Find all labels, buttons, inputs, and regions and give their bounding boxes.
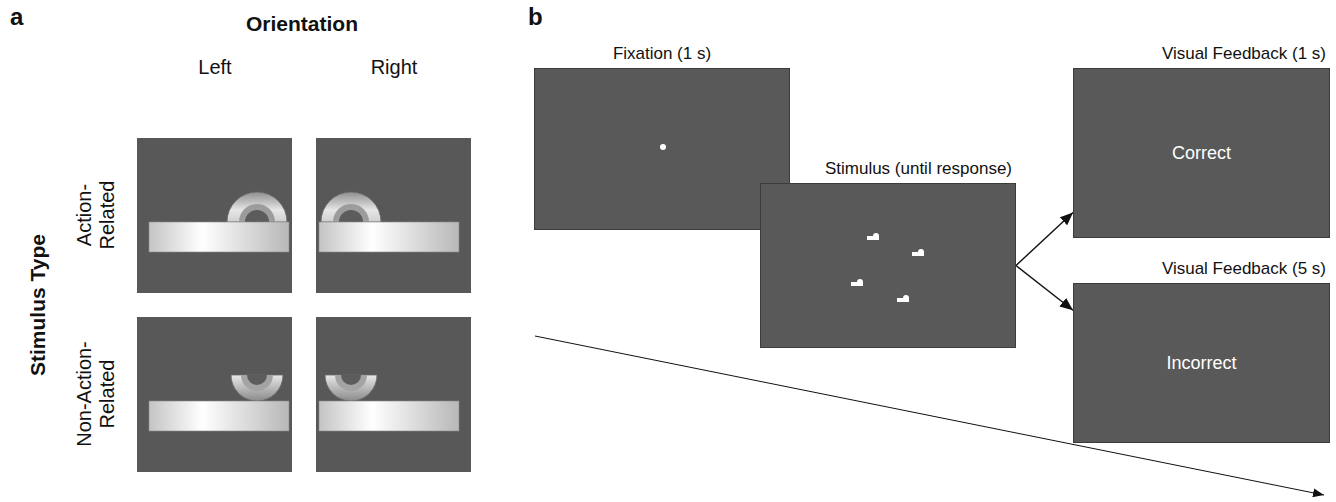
stimulus-icon — [867, 233, 879, 240]
feedback-text: Incorrect — [1074, 353, 1329, 374]
handle — [321, 192, 381, 222]
panel-ground — [137, 138, 292, 293]
screen-heading: Stimulus (until response) — [825, 159, 1012, 179]
bar — [149, 401, 289, 431]
half-disc-ring — [241, 375, 273, 391]
panel-letter: a — [10, 3, 23, 31]
column-label: Left — [198, 56, 231, 79]
row-label: Action- Related — [73, 179, 119, 252]
axis-heading: Orientation — [246, 12, 358, 36]
screen-heading: Fixation (1 s) — [535, 44, 789, 64]
handle-ring — [239, 204, 275, 222]
bar — [319, 401, 459, 431]
panel-ground — [137, 317, 292, 472]
icon-bar — [897, 298, 909, 302]
bar — [149, 222, 289, 252]
stimulus-panel — [137, 138, 292, 293]
bar — [319, 222, 459, 252]
stimulus-panel — [316, 138, 471, 293]
icon-handle — [857, 279, 863, 282]
panel-letter: b — [528, 3, 543, 31]
icon-handle — [873, 233, 879, 236]
half-disc — [231, 375, 283, 401]
half-disc — [325, 375, 377, 401]
icon-handle — [918, 249, 924, 252]
icon-handle — [903, 295, 909, 298]
screen-box: Visual Feedback (5 s)Incorrect — [1073, 283, 1330, 443]
stimulus-panel — [137, 317, 292, 472]
half-disc-hole — [247, 375, 267, 385]
handle-hole — [339, 210, 363, 222]
axis-heading: Stimulus Type — [26, 232, 50, 378]
flow-arrow — [1016, 266, 1073, 311]
stimulus-icon — [851, 279, 863, 286]
flow-arrow — [1016, 213, 1073, 266]
feedback-text: Correct — [1074, 143, 1329, 164]
stimulus-icons — [851, 233, 924, 302]
screen-heading: Visual Feedback (1 s) — [1162, 44, 1326, 64]
handle-ring — [333, 204, 369, 222]
half-disc-ring — [335, 375, 367, 391]
screen-box: Visual Feedback (1 s)Correct — [1073, 68, 1330, 238]
handle-hole — [245, 210, 269, 222]
half-disc-hole — [341, 375, 361, 385]
stimulus-icon — [897, 295, 909, 302]
screen-box: Stimulus (until response) — [760, 183, 1016, 348]
column-label: Right — [371, 56, 418, 79]
panel-ground — [316, 317, 471, 472]
fixation-dot — [660, 144, 666, 150]
panel-ground — [316, 138, 471, 293]
stimulus-icon — [912, 249, 924, 256]
screen-heading: Visual Feedback (5 s) — [1162, 259, 1326, 279]
icon-bar — [851, 282, 863, 286]
screen-box: Fixation (1 s) — [534, 68, 790, 230]
icon-bar — [867, 236, 879, 240]
icon-bar — [912, 252, 924, 256]
handle — [227, 192, 287, 222]
stimulus-panel — [316, 317, 471, 472]
row-label: Non-Action- Related — [73, 339, 119, 449]
